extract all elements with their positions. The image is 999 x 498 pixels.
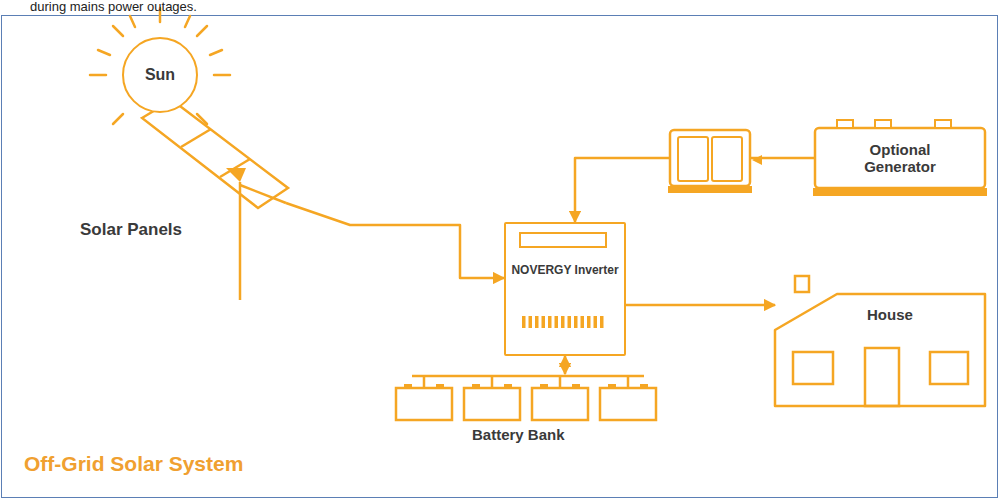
node-label: Optional Generator <box>840 141 960 176</box>
node-label: NOVERGY Inverter <box>510 264 620 278</box>
house-shape: House <box>775 288 985 406</box>
node-label: Sun <box>145 66 175 84</box>
solar-panel-group: Solar Panels <box>75 100 286 252</box>
transfer-switch <box>668 130 762 193</box>
generator-box: Optional Generator <box>815 128 985 188</box>
power-line <box>286 203 504 278</box>
node-outline <box>775 288 985 406</box>
power-line <box>564 356 567 374</box>
node-outline <box>506 224 624 354</box>
battery-bank: Battery Bank <box>390 374 666 450</box>
inverter-box: NOVERGY Inverter <box>504 222 626 356</box>
node-label: House <box>867 306 913 323</box>
power-line <box>626 304 775 307</box>
sun-circle: Sun <box>122 37 198 113</box>
diagram-title: Off-Grid Solar System <box>24 452 243 476</box>
note-text: during mains power outages. <box>30 0 197 14</box>
node-label: Solar Panels <box>80 220 182 240</box>
node-label: Battery Bank <box>472 426 565 443</box>
solar-panel <box>142 100 288 300</box>
sun-rays <box>90 8 230 124</box>
